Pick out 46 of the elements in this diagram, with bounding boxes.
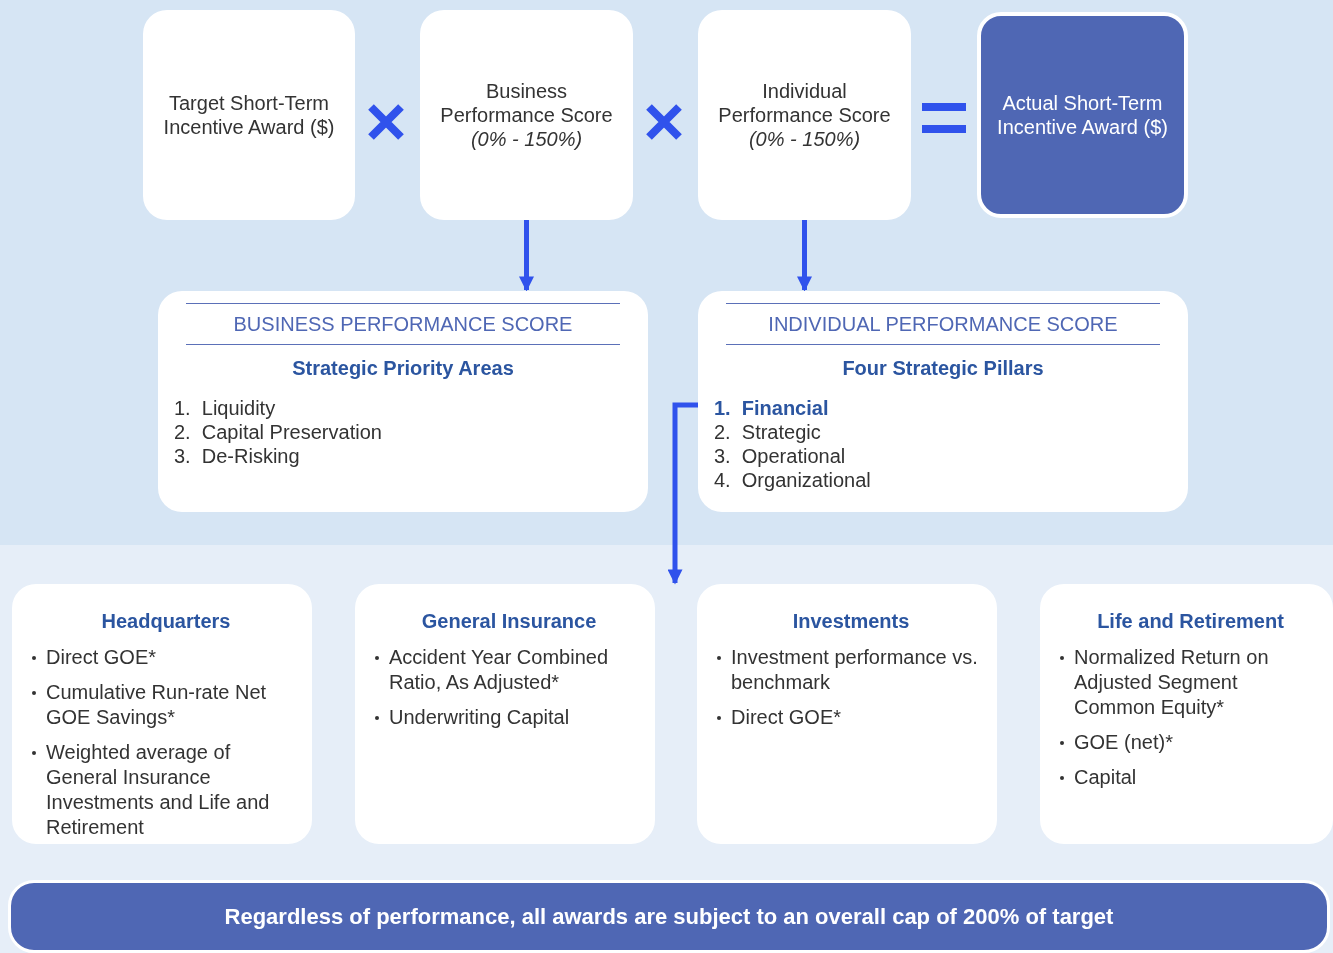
panel (158, 291, 648, 512)
panel-subheading: Four Strategic Pillars (841, 357, 1045, 380)
score-range: (0% - 150%) (748, 127, 861, 151)
list-item: 4. Organizational (714, 468, 872, 492)
bullet-item: Investment performance vs. benchmark (715, 645, 987, 695)
bullet-item: Cumulative Run-rate Net GOE Savings* (30, 680, 302, 730)
panel-heading: INDIVIDUAL PERFORMANCE SCORE (726, 303, 1160, 345)
arrow (519, 220, 534, 292)
card (355, 584, 655, 844)
banner-text: Regardless of performance, all awards are subject to an overall cap of 200% of target (224, 903, 1114, 930)
card-heading: General Insurance (420, 610, 598, 633)
formula-box (143, 10, 355, 220)
card-heading: Headquarters (100, 610, 232, 633)
card (697, 584, 997, 844)
bullet-item: Accident Year Combined Ratio, As Adjusted* (373, 645, 645, 695)
list-item: 2. Strategic (714, 420, 822, 444)
box-label: Individual Performance Score (717, 79, 892, 127)
bullet-item: Normalized Return on Adjusted Segment Common Equity* (1058, 645, 1323, 720)
panel-heading: BUSINESS PERFORMANCE SCORE (186, 303, 620, 345)
formula-box (420, 10, 633, 220)
list-item: 3. De-Risking (174, 444, 301, 468)
card-heading: Investments (791, 610, 911, 633)
bullet-item: Underwriting Capital (373, 705, 645, 730)
box-label: Business Performance Score (439, 79, 614, 127)
panel (698, 291, 1188, 512)
card (1040, 584, 1333, 844)
arrow (667, 402, 698, 585)
list-item: 1. Liquidity (174, 396, 277, 420)
bullet-item: Direct GOE* (30, 645, 302, 670)
bullet-item: Capital (1058, 765, 1323, 790)
box-label: Target Short-Term Incentive Award ($) (162, 91, 336, 139)
banner (8, 880, 1330, 953)
list-item: 3. Operational (714, 444, 847, 468)
arrow (797, 220, 812, 292)
formula-box (977, 12, 1188, 218)
bullet-item: GOE (net)* (1058, 730, 1323, 755)
bullet-item: Weighted average of General Insurance Investments and Life and Retirement (30, 740, 302, 840)
bullet-item: Direct GOE* (715, 705, 987, 730)
list-item: 2. Capital Preservation (174, 420, 383, 444)
box-label: Actual Short-Term Incentive Award ($) (996, 91, 1169, 139)
list-item: 1. Financial (714, 396, 830, 420)
card (12, 584, 312, 844)
formula-box (698, 10, 911, 220)
panel-subheading: Strategic Priority Areas (291, 357, 515, 380)
score-range: (0% - 150%) (470, 127, 583, 151)
card-heading: Life and Retirement (1096, 610, 1285, 633)
